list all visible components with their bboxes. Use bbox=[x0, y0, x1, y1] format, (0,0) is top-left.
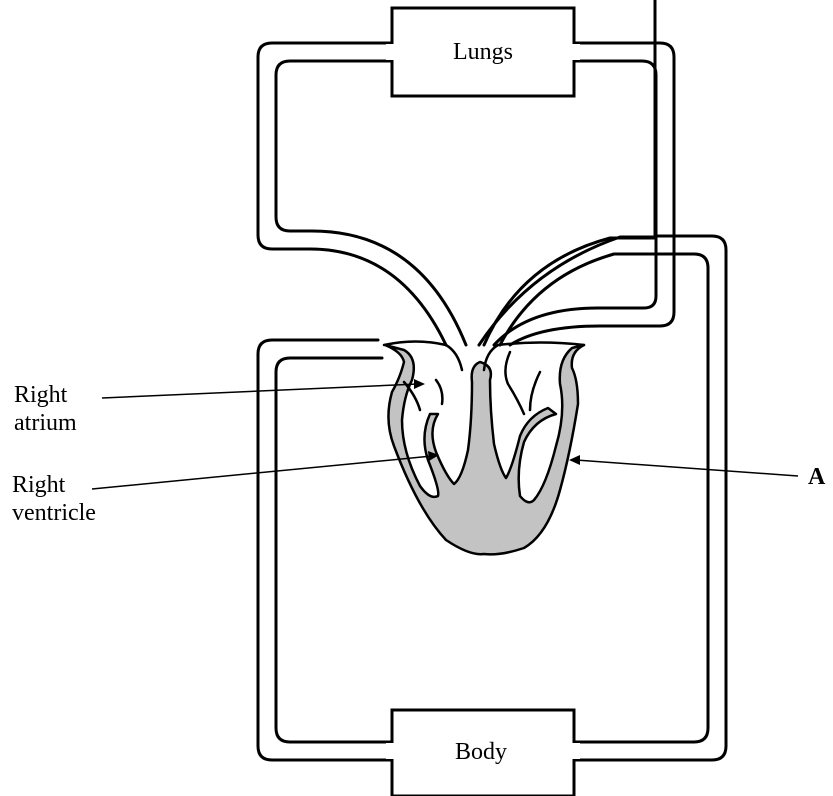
body-label: Body bbox=[455, 739, 507, 765]
pulmonary-vessel-inner bbox=[276, 61, 466, 345]
mitral-valve bbox=[505, 352, 540, 414]
heart-muscle-wall bbox=[385, 345, 584, 554]
right-ventricle-leader bbox=[92, 456, 432, 489]
right-atrium-leader bbox=[102, 384, 418, 398]
systemic-vessel-outer bbox=[258, 340, 392, 760]
pulmonary-artery-up bbox=[484, 238, 656, 345]
lungs-label: Lungs bbox=[453, 39, 513, 65]
heart bbox=[384, 342, 584, 555]
body-organ: Body bbox=[386, 710, 580, 796]
right-ventricle-label-1: Right bbox=[12, 472, 66, 498]
systemic-vessel-inner bbox=[276, 358, 392, 742]
right-atrium-label-1: Right bbox=[14, 382, 68, 408]
aorta-outer bbox=[574, 236, 726, 760]
right-ventricle-label-2: ventricle bbox=[12, 500, 96, 526]
pulmonary-vein-right bbox=[494, 61, 656, 345]
label-a: A bbox=[808, 464, 826, 490]
lungs-organ: Lungs bbox=[386, 8, 580, 96]
a-leader bbox=[576, 460, 798, 476]
right-atrium-label-2: atrium bbox=[14, 410, 77, 436]
septum-top bbox=[446, 345, 498, 370]
